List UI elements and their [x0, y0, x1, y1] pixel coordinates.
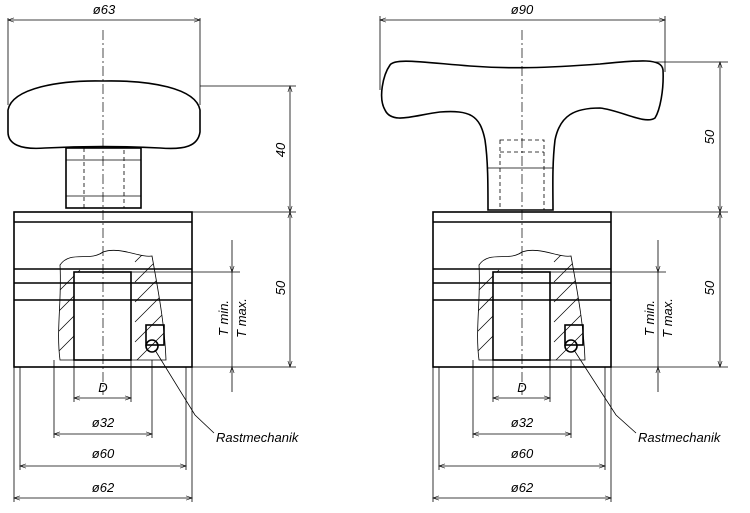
t-handle	[380, 60, 664, 211]
dim-outer-diameter: ø62	[432, 367, 612, 502]
dim-body-height: 50	[192, 211, 296, 368]
section-cutaway	[58, 249, 167, 361]
dim-inner-diameter: ø32	[472, 360, 572, 438]
label-t-max: T max.	[234, 298, 249, 338]
detent-ball	[564, 339, 578, 353]
knob-head	[7, 80, 201, 150]
label-inner-diameter: ø32	[92, 415, 115, 430]
dim-body-height: 50	[611, 211, 728, 368]
dim-bore: D	[492, 360, 551, 402]
dim-bore: D	[73, 360, 132, 402]
label-t-min: T min.	[216, 300, 231, 336]
dim-t-range: T min. T max.	[550, 240, 675, 392]
label-collar-diameter: ø60	[511, 446, 534, 461]
dim-collar-diameter: ø60	[19, 367, 187, 470]
label-body-height: 50	[702, 280, 717, 295]
label-body-height: 50	[273, 280, 288, 295]
dim-t-range: T min. T max.	[131, 240, 249, 392]
label-t-min: T min.	[642, 300, 657, 336]
label-bore: D	[517, 380, 526, 395]
label-top-diameter: ø63	[93, 2, 116, 17]
label-top-diameter: ø90	[511, 2, 534, 17]
label-t-max: T max.	[660, 298, 675, 338]
label-callout: Rastmechanik	[216, 430, 300, 445]
label-handle-height: 40	[273, 142, 288, 157]
threaded-stem	[65, 147, 142, 209]
callout-rastmechanik: Rastmechanik	[154, 349, 300, 445]
dim-outer-diameter: ø62	[13, 367, 193, 502]
label-outer-diameter: ø62	[92, 480, 115, 495]
label-inner-diameter: ø32	[511, 415, 534, 430]
dim-handle-height: 40	[192, 85, 296, 213]
dim-top-diameter: ø90	[379, 2, 666, 90]
label-handle-height: 50	[702, 129, 717, 144]
right-drawing: ø90 50 50 T min. T max. D	[379, 2, 728, 502]
dim-inner-diameter: ø32	[53, 360, 153, 438]
detent-ball	[145, 339, 159, 353]
label-collar-diameter: ø60	[92, 446, 115, 461]
callout-rastmechanik: Rastmechanik	[573, 349, 722, 445]
handle-stem-hidden	[488, 139, 553, 211]
dim-top-diameter: ø63	[7, 2, 201, 105]
label-outer-diameter: ø62	[511, 480, 534, 495]
dim-collar-diameter: ø60	[438, 367, 606, 470]
dim-handle-height: 50	[611, 61, 728, 213]
left-drawing: ø63 40 50 T min. T max. D	[7, 2, 300, 502]
label-callout: Rastmechanik	[638, 430, 722, 445]
label-bore: D	[98, 380, 107, 395]
